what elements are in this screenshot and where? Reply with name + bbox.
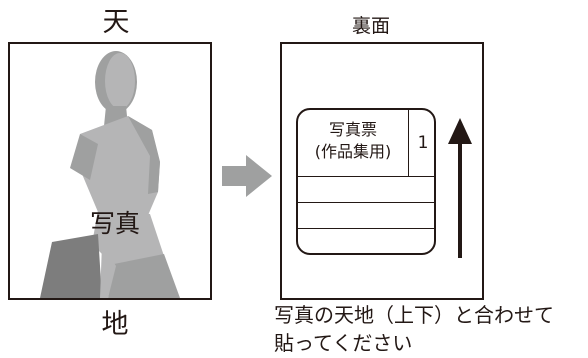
instruction-line2: 貼ってください: [274, 331, 413, 355]
ticket-header: 写真票 (作品集用) 1: [298, 110, 434, 177]
ticket-title-line2: (作品集用): [314, 142, 392, 161]
ticket-row: [298, 228, 434, 229]
ticket-title-line1: 写真票: [328, 120, 377, 139]
ticket-title: 写真票 (作品集用): [298, 110, 409, 176]
photo-ticket: 写真票 (作品集用) 1: [296, 108, 436, 255]
photo-label: 写真: [90, 209, 141, 238]
bottom-label: 地: [101, 309, 129, 340]
right-arrow-icon: [222, 155, 272, 197]
instruction-note: 写真の天地（上下）と合わせて 貼ってください: [274, 301, 554, 357]
top-label: 天: [102, 7, 130, 38]
ticket-row: [298, 202, 434, 203]
instruction-line1: 写真の天地（上下）と合わせて: [274, 303, 554, 327]
figure-silhouette-icon: [40, 51, 180, 298]
ticket-number: 1: [417, 133, 429, 153]
back-title: 裏面: [352, 15, 391, 37]
up-arrow-icon: [448, 118, 472, 258]
photo-back: [280, 42, 484, 300]
photo-front: 写真: [8, 42, 212, 300]
